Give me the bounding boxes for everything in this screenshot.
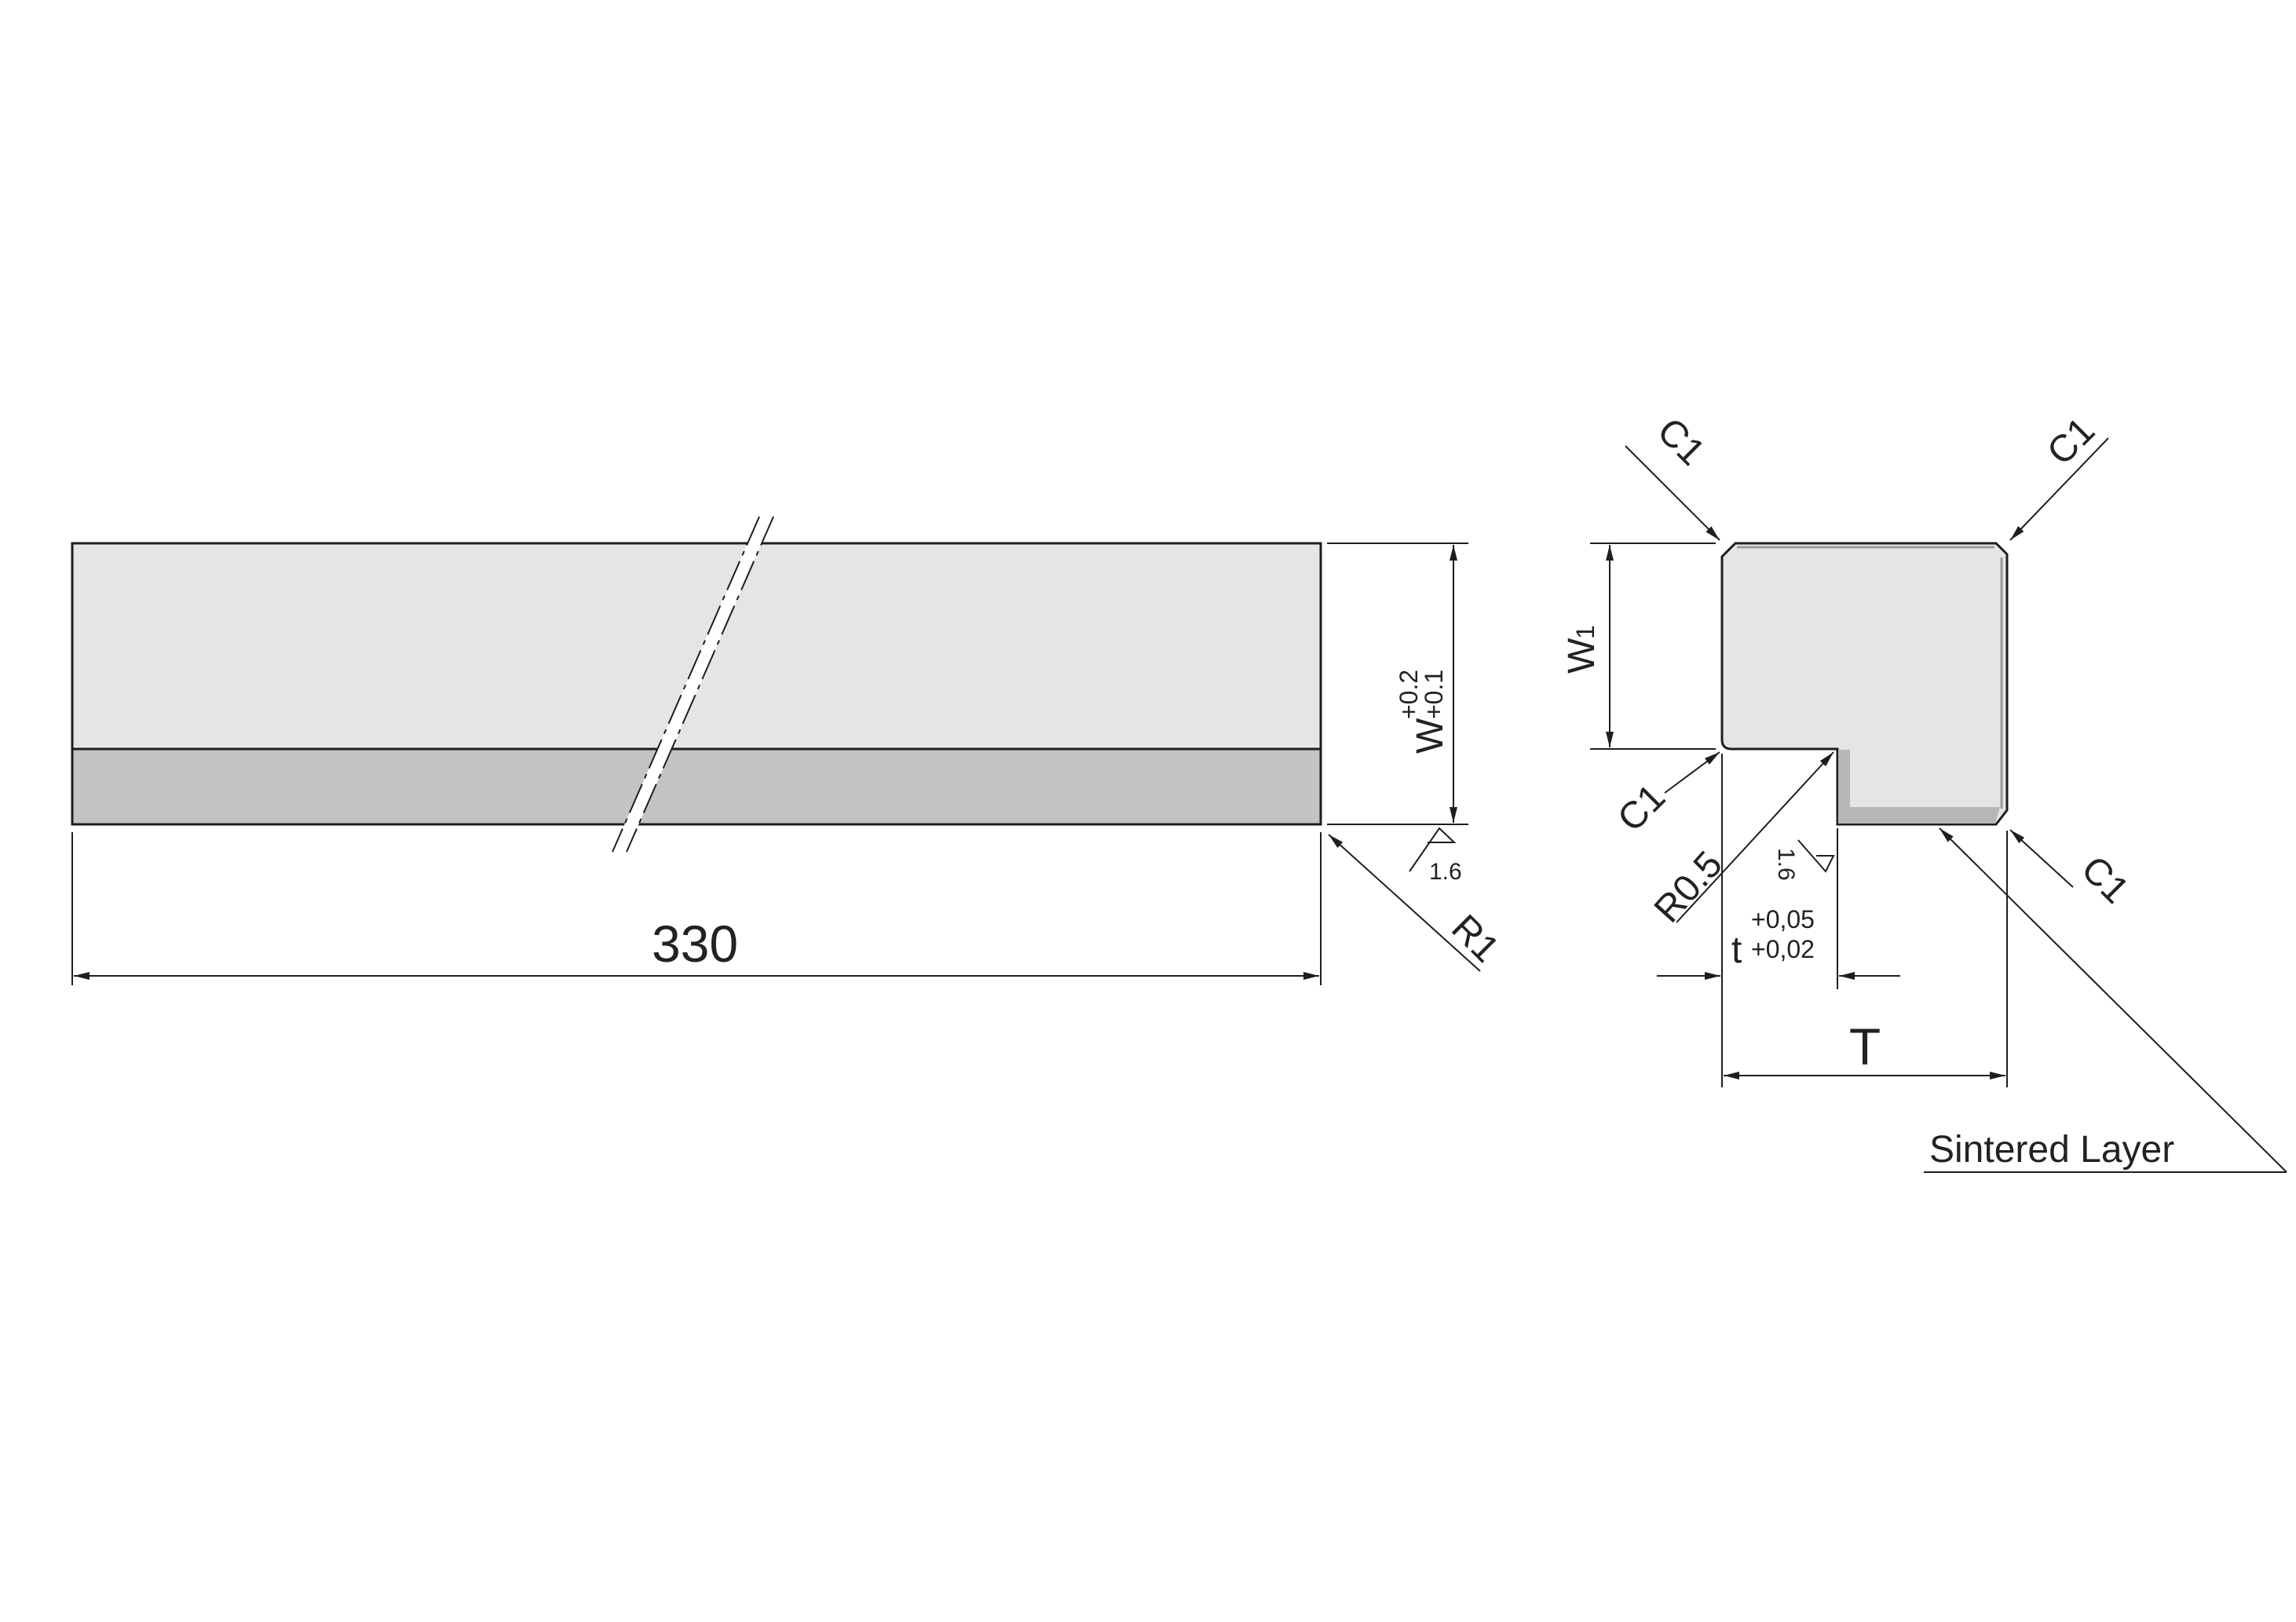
chamfer-top-left: C1: [1625, 410, 1720, 541]
length-dimension: 330: [71, 832, 1322, 985]
w1-subscript: 1: [1571, 625, 1600, 639]
radius-r1-callout: R1: [1328, 834, 1507, 972]
bar-side-view: [71, 516, 1322, 853]
width-tol-lower: +0.1: [1420, 670, 1448, 719]
w1-dimension: W 1: [1561, 542, 1716, 750]
bar-upper-body: [71, 542, 1322, 751]
roughness-symbol: 1.6: [1409, 827, 1462, 885]
radius-r05-label: R0.5: [1647, 844, 1731, 931]
radius-r05-callout: R0.5: [1647, 751, 1834, 931]
bar-sintered-strip: [71, 747, 1322, 826]
width-dimension: W +0.2 +0.1: [1327, 542, 1468, 825]
break-line-2: [626, 516, 774, 853]
w1-label: W: [1561, 637, 1603, 674]
t-small-label: t: [1731, 930, 1742, 971]
width-tol-upper: +0.2: [1395, 670, 1423, 719]
t-big-dimension: T: [1724, 831, 2008, 1087]
roughness-label: 1.6: [1429, 859, 1462, 885]
chamfer-top-left-label: C1: [1649, 410, 1713, 473]
t-small-dimension: t +0,05 +0,02: [1657, 754, 1900, 1087]
t-small-tol-upper: +0,05: [1751, 905, 1815, 933]
sintered-layer-callout: Sintered Layer: [1924, 827, 2287, 1173]
chamfer-bottom-left-label: C1: [1610, 776, 1673, 840]
chamfer-top-right: C1: [2009, 410, 2109, 541]
sintered-layer-label: Sintered Layer: [1929, 1129, 2174, 1171]
t-big-label: T: [1849, 1017, 1881, 1076]
chamfer-bottom-left: C1: [1610, 751, 1720, 840]
roughness-symbol-section: 1.6: [1773, 839, 1835, 881]
bar-break-gap: [612, 517, 773, 852]
width-label: W: [1409, 718, 1451, 754]
section-body: [1720, 542, 2009, 826]
break-line-1: [612, 516, 760, 853]
cross-section: [1720, 542, 2009, 826]
t-small-tol-lower: +0,02: [1751, 935, 1815, 963]
roughness-section-label: 1.6: [1773, 848, 1799, 881]
chamfer-bottom-right-label: C1: [2073, 848, 2137, 911]
sintered-layer-fill: [1838, 750, 2000, 824]
chamfer-bottom-right: C1: [2009, 829, 2137, 911]
chamfer-top-right-label: C1: [2039, 410, 2103, 473]
length-label: 330: [652, 915, 738, 973]
radius-r1-label: R1: [1443, 907, 1507, 970]
